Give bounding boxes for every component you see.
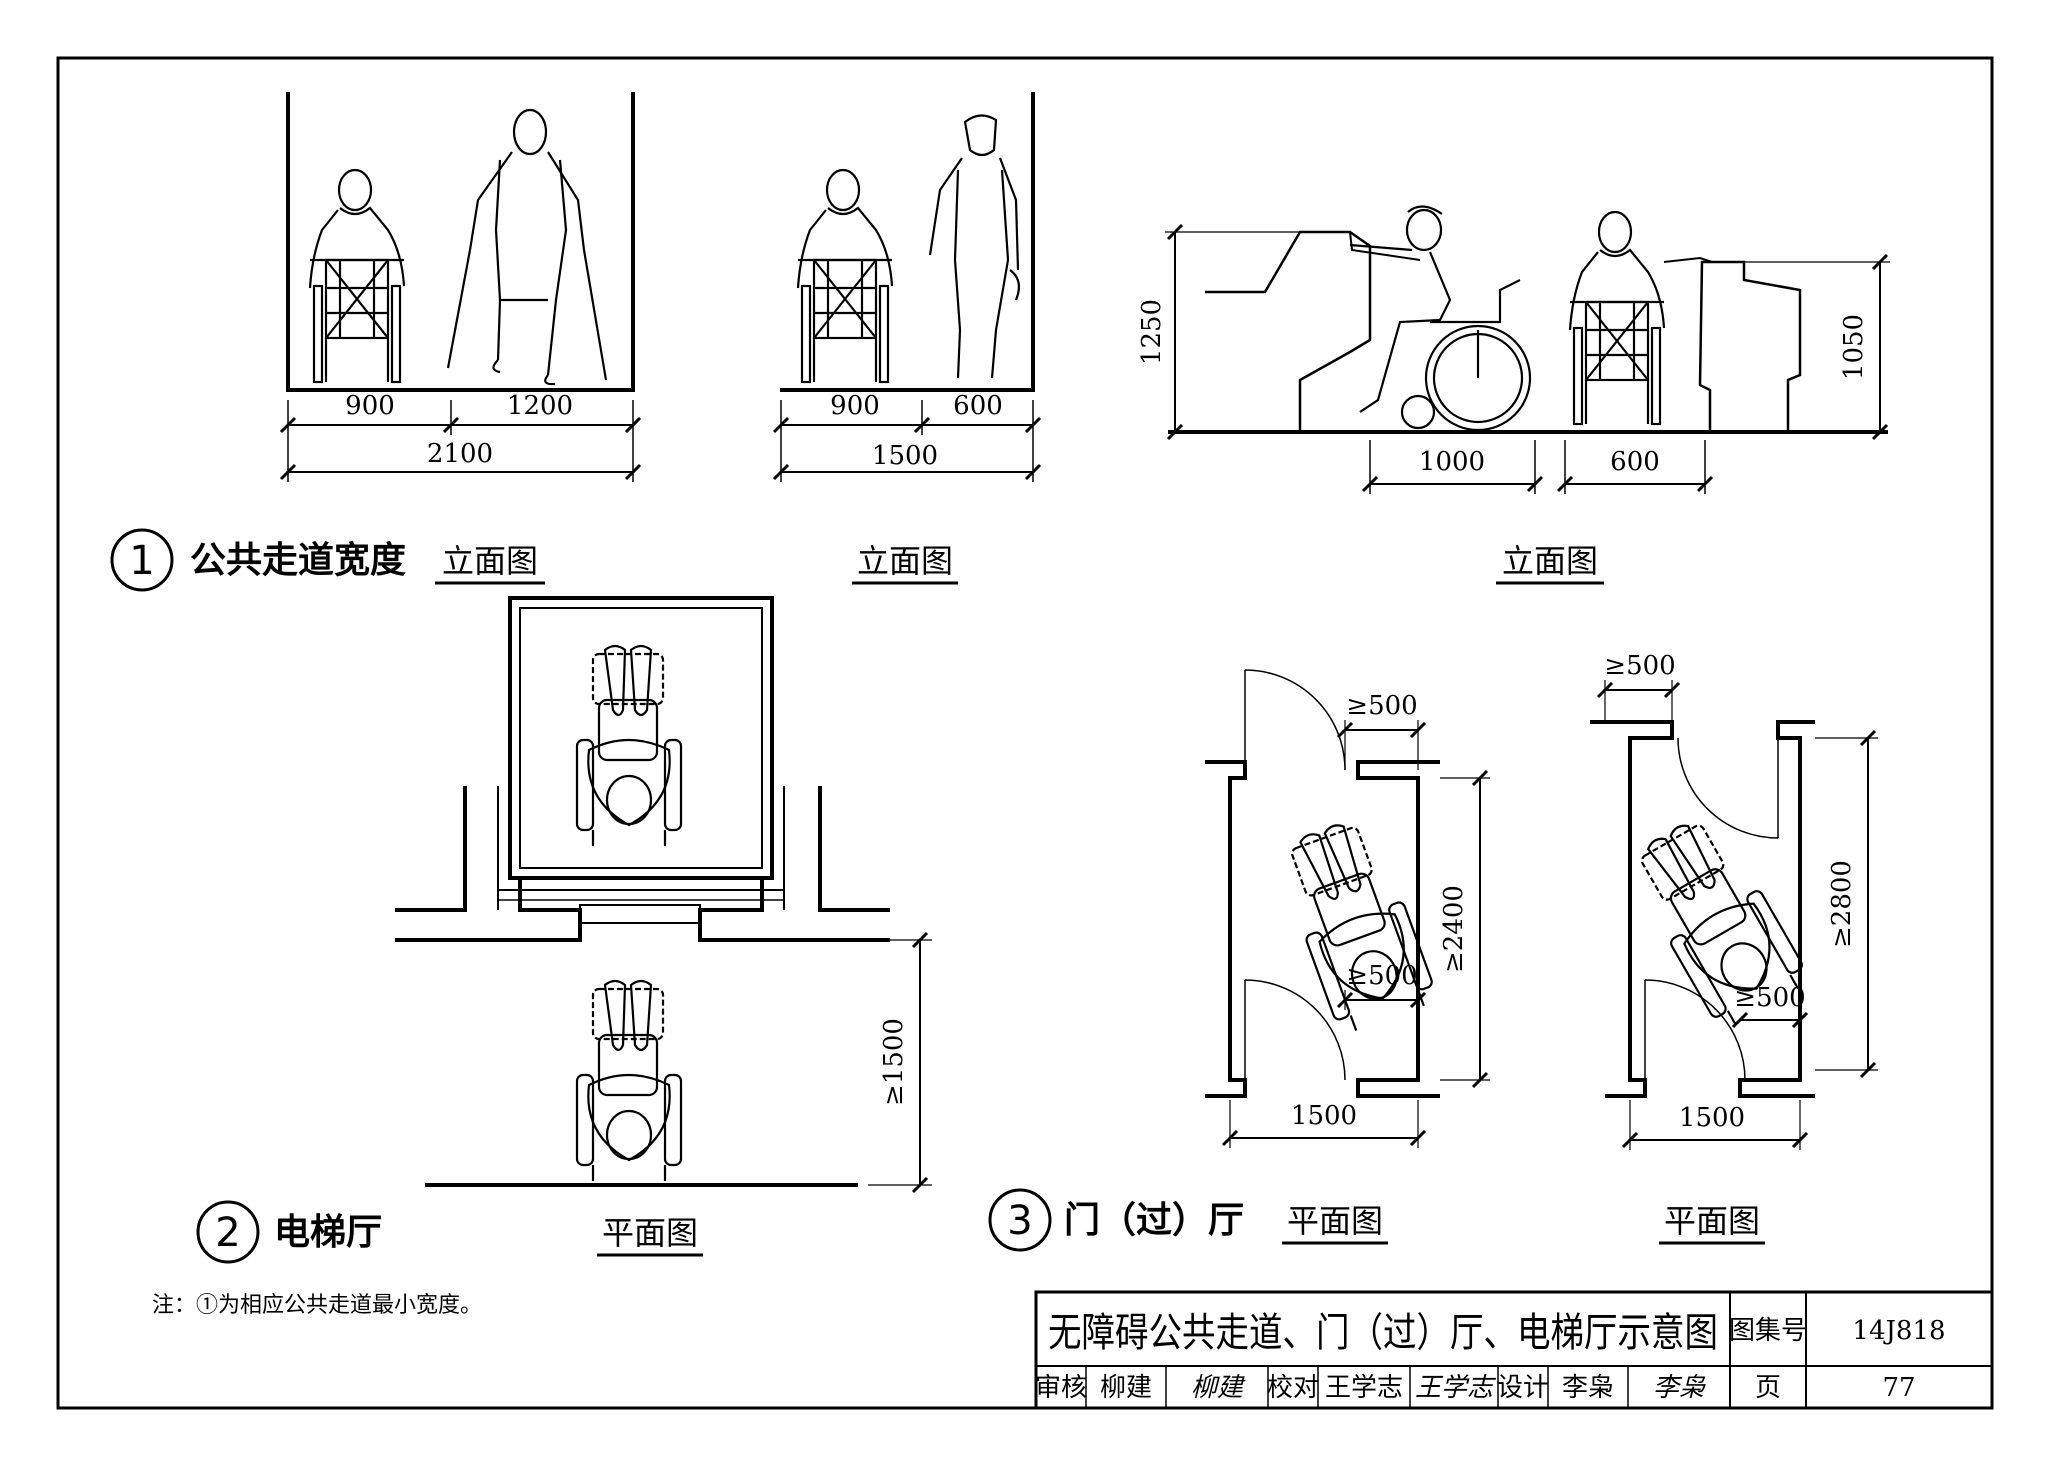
page-label: 页 <box>1755 1373 1781 1403</box>
atlas-label: 图集号 <box>1729 1316 1807 1346</box>
section-title: 电梯厅 <box>274 1212 382 1253</box>
dim-label: 900 <box>830 391 880 421</box>
elevator-car <box>508 596 774 880</box>
wheelchair-user-figure <box>308 168 406 384</box>
wheelchair-user-figure <box>1349 205 1532 432</box>
elevation-c: 1250 1050 1000 600 <box>1137 205 1890 494</box>
design-label: 设计 <box>1497 1373 1549 1403</box>
section-number: 1 <box>129 538 154 584</box>
section-number-circle <box>110 528 174 592</box>
section-number: 2 <box>215 1210 240 1256</box>
dim-label: ≥500 <box>1734 983 1805 1013</box>
walking-person-figure <box>928 114 1021 379</box>
footnote: 注：①为相应公共走道最小宽度。 <box>152 1293 482 1318</box>
section-number-circle <box>196 1200 260 1264</box>
elevation-b: 900 600 1500 <box>772 92 1042 482</box>
dim-label: 1200 <box>507 391 573 421</box>
dim-label: 900 <box>345 391 395 421</box>
section-2-caption: 2 电梯厅 平面图 <box>196 1200 703 1264</box>
wheelchair-top-view <box>575 644 683 848</box>
dim-label: 1050 <box>1839 314 1869 380</box>
dim-label: ≥1500 <box>879 1018 909 1106</box>
wheelchair-user-figure <box>796 168 894 384</box>
dim-label: 1500 <box>1679 1103 1745 1133</box>
elevator-lobby-plan: ≥1500 <box>395 596 932 1194</box>
dim-label: 1000 <box>1419 447 1485 477</box>
designer-name: 李枭 <box>1562 1373 1614 1403</box>
service-counter <box>1205 230 1372 432</box>
section-1-caption: 1 公共走道宽度 立面图 立面图 立面图 <box>110 528 1604 592</box>
view-label: 立面图 <box>1502 542 1598 580</box>
view-label: 立面图 <box>442 542 538 580</box>
dim-label: 1500 <box>872 441 938 471</box>
view-label: 立面图 <box>857 542 953 580</box>
dim-label: 2100 <box>427 439 493 469</box>
view-label: 平面图 <box>1664 1202 1760 1240</box>
drawing-title: 无障碍公共走道、门（过）厅、电梯厅示意图 <box>1048 1310 1718 1356</box>
door-swing <box>1677 737 1779 839</box>
sheet-border <box>56 56 1994 1410</box>
dim-label: ≥2400 <box>1439 885 1469 973</box>
vestibule-plan-right: ≥500 ≥500 ≥2800 1500 <box>1590 651 1878 1150</box>
section-number-circle <box>988 1188 1052 1252</box>
designer-signature: 李枭 <box>1653 1373 1706 1403</box>
dim-label: 600 <box>953 391 1003 421</box>
section-number: 3 <box>1007 1198 1032 1244</box>
atlas-number: 14J818 <box>1852 1316 1945 1346</box>
dim-label: 1250 <box>1137 299 1167 365</box>
dim-label: 1500 <box>1291 1101 1357 1131</box>
crutch-user-figure <box>446 108 608 386</box>
page-number: 77 <box>1882 1373 1915 1403</box>
check-label: 校对 <box>1267 1373 1319 1403</box>
elevation-a: 900 1200 2100 <box>279 92 642 482</box>
section-title: 门（过）厅 <box>1064 1200 1244 1241</box>
vestibule-plan-left: ≥500 ≥500 ≥2400 1500 <box>1205 669 1490 1148</box>
reviewer-signature: 柳建 <box>1191 1373 1246 1403</box>
dim-label: ≥500 <box>1346 961 1417 991</box>
checker-signature: 王学志 <box>1415 1373 1497 1403</box>
dim-label: ≥500 <box>1604 651 1675 681</box>
low-counter <box>1698 260 1802 434</box>
checker-name: 王学志 <box>1325 1373 1403 1403</box>
wheelchair-top-view <box>575 979 683 1183</box>
door-swing <box>1644 979 1746 1081</box>
door-swing <box>1244 669 1346 771</box>
dim-label: 600 <box>1610 447 1660 477</box>
reviewer-name: 柳建 <box>1100 1373 1152 1403</box>
view-label: 平面图 <box>1287 1202 1383 1240</box>
dim-label: ≥500 <box>1346 691 1417 721</box>
review-label: 审核 <box>1035 1373 1087 1403</box>
section-3-caption: 3 门（过）厅 平面图 平面图 <box>988 1188 1765 1252</box>
section-title: 公共走道宽度 <box>190 539 406 581</box>
door-swing <box>1244 979 1346 1081</box>
title-block: 无障碍公共走道、门（过）厅、电梯厅示意图 图集号 14J818 审核 柳建 柳建… <box>1034 1290 1994 1410</box>
dim-label: ≥2800 <box>1827 860 1857 948</box>
wheelchair-user-figure <box>1568 210 1666 426</box>
view-label: 平面图 <box>602 1214 698 1252</box>
